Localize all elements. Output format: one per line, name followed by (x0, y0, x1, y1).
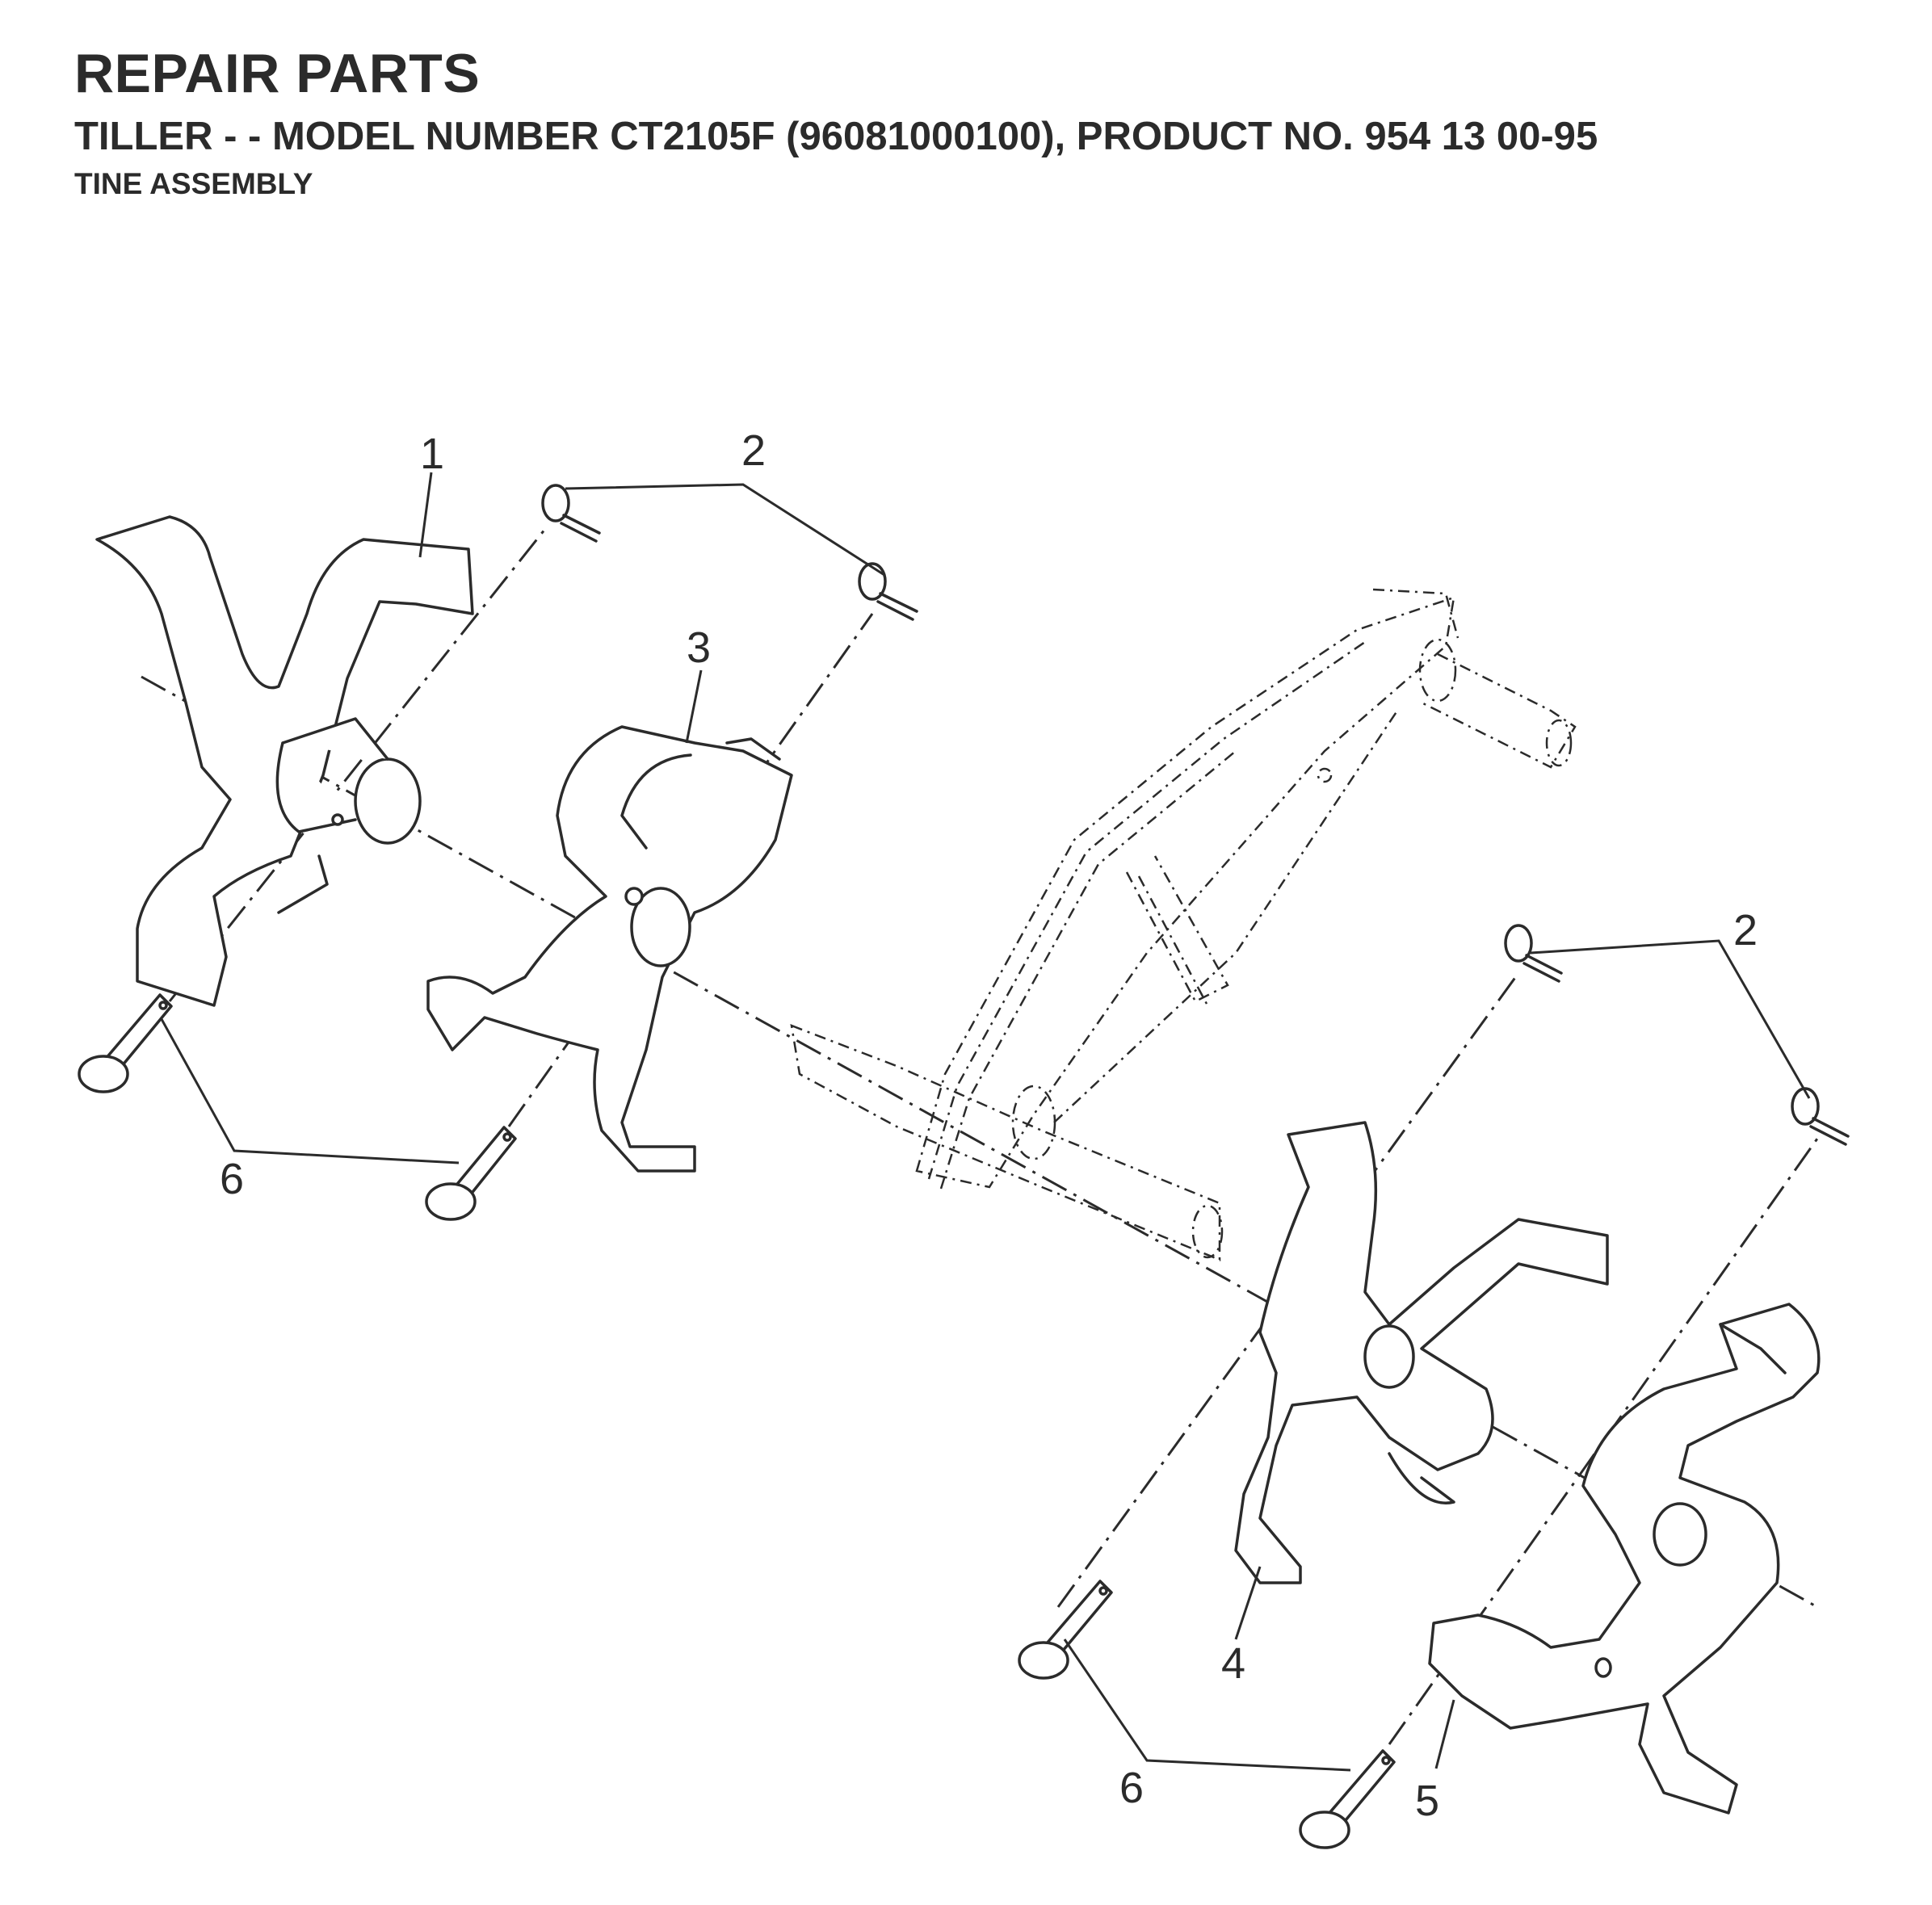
part-2-hairpin-clip-4 (1791, 1087, 1850, 1146)
callout-6-right: 6 (1119, 1764, 1144, 1812)
part-3-left-inner-tine (426, 725, 793, 1173)
part-6-clevis-pin-1 (78, 993, 173, 1093)
part-5-right-outer-tine (1428, 1303, 1821, 1815)
axle-centerline (141, 675, 1818, 1609)
pin-axis-left-outer (168, 528, 547, 1002)
callout-6-left: 6 (220, 1155, 244, 1203)
gearbox-housing-reference (790, 588, 1577, 1261)
callout-1: 1 (420, 430, 444, 478)
model-subtitle: TILLER - - MODEL NUMBER CT2105F (9608100… (74, 115, 1598, 158)
part-2-hairpin-clip-3 (1504, 924, 1563, 983)
part-4-right-inner-tine (1234, 1121, 1609, 1584)
part-6-clevis-pin-4 (1299, 1749, 1396, 1849)
section-title: TINE ASSEMBLY (74, 167, 313, 200)
page-header: REPAIR PARTS TILLER - - MODEL NUMBER CT2… (74, 42, 1598, 204)
part-6-clevis-pin-2 (425, 1126, 517, 1221)
part-1-left-outer-tine (95, 515, 474, 1007)
part-2-hairpin-clip-1 (541, 484, 601, 543)
callout-5: 5 (1415, 1777, 1439, 1825)
callout-4: 4 (1221, 1639, 1245, 1688)
pin-axis-right-outer (1388, 1138, 1819, 1745)
part-6-clevis-pin-3 (1018, 1580, 1113, 1680)
callout-leaders (160, 472, 1811, 1772)
part-2-hairpin-clip-2 (858, 562, 918, 621)
callout-2-top: 2 (741, 426, 766, 475)
callout-3: 3 (687, 623, 711, 672)
callout-2-right: 2 (1733, 906, 1758, 955)
page-title: REPAIR PARTS (74, 43, 481, 104)
